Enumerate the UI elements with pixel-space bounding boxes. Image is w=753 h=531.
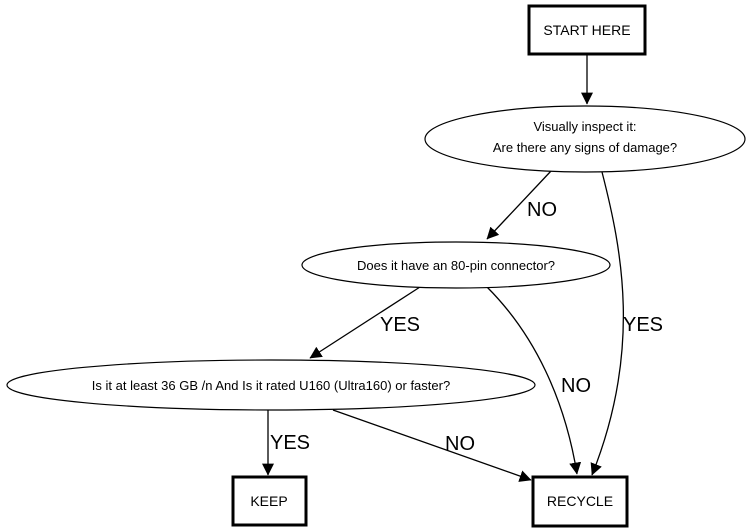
- edge-capacity-to-recycle: [332, 409, 532, 482]
- edge-label-capacity-to-keep: YES: [270, 432, 310, 454]
- edge-label-capacity-to-recycle: NO: [445, 433, 475, 455]
- edge-inspect-to-recycle: [590, 171, 624, 476]
- start-node-label: START HERE: [543, 22, 630, 38]
- node-inspect: Visually inspect it: Are there any signs…: [424, 105, 746, 173]
- start-node-box: [527, 4, 647, 56]
- node-start: START HERE: [527, 4, 647, 56]
- capacity-node-label: Is it at least 36 GB /n And Is it rated …: [92, 378, 450, 393]
- node-connector: Does it have an 80-pin connector?: [301, 241, 611, 289]
- edges: [262, 55, 624, 482]
- edge-label-connector-to-recycle: NO: [561, 375, 591, 397]
- edge-connector-to-capacity: [309, 286, 421, 359]
- edge-inspect-to-connector: [486, 170, 552, 240]
- edge-labels: NO YES YES NO YES NO: [270, 199, 663, 455]
- node-recycle: RECYCLE: [531, 475, 629, 528]
- node-keep: KEEP: [231, 475, 308, 527]
- inspect-node-label-line1: Visually inspect it:: [533, 119, 636, 134]
- recycle-node-label: RECYCLE: [547, 493, 613, 509]
- connector-node-ellipse: [301, 241, 611, 289]
- nodes: START HERE Visually inspect it: Are ther…: [6, 4, 746, 528]
- recycle-node-box: [531, 475, 629, 528]
- capacity-node-ellipse: [6, 359, 536, 411]
- node-capacity: Is it at least 36 GB /n And Is it rated …: [6, 359, 536, 411]
- keep-node-label: KEEP: [250, 493, 287, 509]
- connector-node-label: Does it have an 80-pin connector?: [357, 258, 555, 273]
- keep-node-box: [231, 475, 308, 527]
- edge-connector-to-recycle: [486, 286, 582, 475]
- edge-label-connector-to-capacity: YES: [380, 314, 420, 336]
- inspect-node-ellipse: [424, 105, 746, 173]
- inspect-node-label-line2: Are there any signs of damage?: [493, 140, 677, 155]
- edge-label-inspect-to-recycle: YES: [623, 314, 663, 336]
- edge-label-inspect-to-connector: NO: [527, 199, 557, 221]
